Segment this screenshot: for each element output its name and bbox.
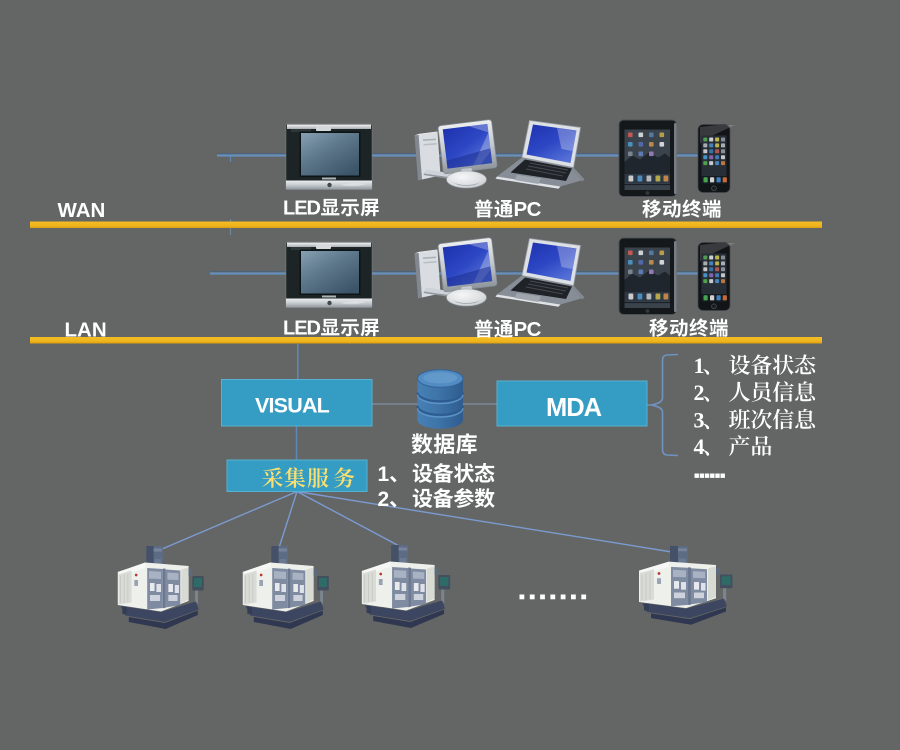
svg-text:LED: LED <box>283 198 321 220</box>
svg-text:WAN: WAN <box>58 199 106 222</box>
svg-text:4: 4 <box>694 434 705 459</box>
svg-text:1: 1 <box>378 463 390 486</box>
svg-text:PC: PC <box>514 318 542 341</box>
svg-text:LAN: LAN <box>65 319 107 342</box>
svg-text:1: 1 <box>694 353 705 378</box>
svg-text:LED: LED <box>283 318 321 340</box>
svg-text:2: 2 <box>694 380 705 405</box>
svg-text:MDA: MDA <box>546 394 602 422</box>
svg-text:PC: PC <box>514 198 542 221</box>
svg-text:3: 3 <box>694 408 705 433</box>
svg-text:VISUAL: VISUAL <box>255 394 330 418</box>
svg-text:2: 2 <box>378 488 390 511</box>
